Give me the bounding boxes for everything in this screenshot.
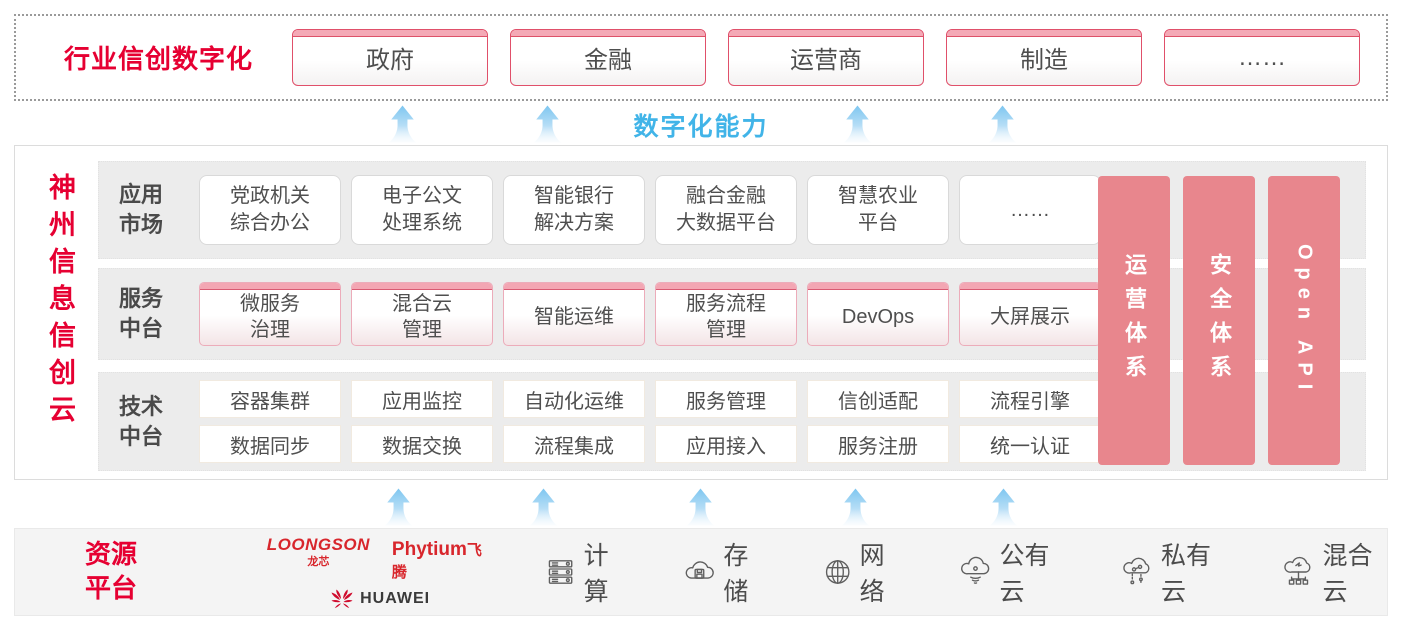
industry-box-manufacturing: 制造 <box>946 29 1142 86</box>
tech-box-data-sync: 数据同步 <box>199 425 341 463</box>
row-app-market-label: 应用 市场 <box>119 182 164 237</box>
tech-box-data-exchange: 数据交换 <box>351 425 493 463</box>
resource-item-compute: 计算 <box>546 536 626 608</box>
tech-boxes: 容器集群 应用监控 自动化运维 服务管理 信创适配 流程引擎 数据同步 数据交换… <box>199 380 1101 463</box>
pillar-operation-system: 运营体系 <box>1098 176 1170 465</box>
industry-box-telecom: 运营商 <box>728 29 924 86</box>
up-arrow-icon <box>530 488 557 526</box>
up-arrow-icon <box>990 488 1017 526</box>
app-box-smart-banking: 智能银行 解决方案 <box>503 175 645 245</box>
resource-item-storage: 存储 <box>684 536 766 608</box>
app-box-smart-agriculture: 智慧农业 平台 <box>807 175 949 245</box>
industry-digitalization-band: 行业信创数字化 政府 金融 运营商 制造 …… <box>14 14 1388 101</box>
up-arrow-icon <box>687 488 714 526</box>
tech-box-automated-ops: 自动化运维 <box>503 380 645 418</box>
tech-box-app-monitoring: 应用监控 <box>351 380 493 418</box>
app-box-edoc-system: 电子公文 处理系统 <box>351 175 493 245</box>
app-box-finance-bigdata: 融合金融 大数据平台 <box>655 175 797 245</box>
resource-item-network: 网络 <box>824 536 902 608</box>
cloud-brand-title: 神州信息信创云 <box>45 173 75 432</box>
industry-list: 政府 金融 运营商 制造 …… <box>292 29 1360 86</box>
pillar-security-system: 安全体系 <box>1183 176 1255 465</box>
pillar-open-api: Open API <box>1268 176 1340 465</box>
private-cloud-icon <box>1123 557 1150 585</box>
loongson-logo: LOONGSON 龙芯 <box>266 535 370 568</box>
row-app-market: 应用 市场 党政机关 综合办公 电子公文 处理系统 智能银行 解决方案 融合金融… <box>98 161 1366 259</box>
resource-item-hybrid-cloud: 混合云 <box>1283 536 1387 608</box>
app-box-ellipsis: …… <box>959 175 1101 245</box>
tech-box-service-mgmt: 服务管理 <box>655 380 797 418</box>
resource-items: 计算 存储 网络 公有云 <box>546 536 1387 608</box>
capability-label: 数字化能力 <box>633 113 769 141</box>
tech-box-service-registry: 服务注册 <box>807 425 949 463</box>
row-service-label: 服务 中台 <box>119 286 164 341</box>
svc-box-dashboard-display: 大屏展示 <box>959 282 1101 346</box>
resource-platform-band: 资源 平台 LOONGSON 龙芯 Phytium飞腾 <box>14 528 1388 616</box>
vendor-logos: LOONGSON 龙芯 Phytium飞腾 HUAWEI <box>267 535 495 609</box>
tech-box-container-cluster: 容器集群 <box>199 380 341 418</box>
row-tech-platform: 技术 中台 容器集群 应用监控 自动化运维 服务管理 信创适配 流程引擎 数据同… <box>98 372 1366 471</box>
public-cloud-icon <box>961 556 990 584</box>
industry-band-title: 行业信创数字化 <box>64 44 254 74</box>
svc-box-devops: DevOps <box>807 282 949 346</box>
up-arrow-icon <box>989 105 1016 143</box>
resource-item-private-cloud: 私有云 <box>1122 536 1226 608</box>
up-arrow-icon <box>534 105 561 143</box>
resource-platform-label: 资源 平台 <box>85 539 138 603</box>
phytium-logo: Phytium飞腾 <box>391 539 482 581</box>
row-tech-label: 技术 中台 <box>119 393 164 449</box>
compute-server-icon <box>549 560 573 584</box>
tech-box-xinchuang-adaptation: 信创适配 <box>807 380 949 418</box>
svc-box-intelligent-ops: 智能运维 <box>503 282 645 346</box>
svc-box-microservice-governance: 微服务 治理 <box>199 282 341 346</box>
resource-item-public-cloud: 公有云 <box>960 536 1064 608</box>
up-arrow-icon <box>842 488 869 526</box>
huawei-flower-icon <box>331 589 353 608</box>
industry-box-government: 政府 <box>292 29 488 86</box>
tech-box-app-access: 应用接入 <box>655 425 797 463</box>
row-service-platform: 服务 中台 微服务 治理 混合云 管理 智能运维 服务流程 管理 DevOps … <box>98 268 1366 360</box>
tech-box-unified-auth: 统一认证 <box>959 425 1101 463</box>
up-arrow-icon <box>844 105 871 143</box>
svc-box-hybrid-cloud-mgmt: 混合云 管理 <box>351 282 493 346</box>
huawei-logo: HUAWEI <box>331 589 430 609</box>
up-arrow-icon <box>389 105 416 143</box>
industry-box-finance: 金融 <box>510 29 706 86</box>
tech-box-process-integration: 流程集成 <box>503 425 645 463</box>
app-market-boxes: 党政机关 综合办公 电子公文 处理系统 智能银行 解决方案 融合金融 大数据平台… <box>199 175 1101 245</box>
svc-box-service-process-mgmt: 服务流程 管理 <box>655 282 797 346</box>
industry-box-ellipsis: …… <box>1164 29 1360 86</box>
tech-box-process-engine: 流程引擎 <box>959 380 1101 418</box>
service-boxes: 微服务 治理 混合云 管理 智能运维 服务流程 管理 DevOps 大屏展示 <box>199 282 1101 346</box>
storage-cloud-icon <box>686 561 715 579</box>
network-globe-icon <box>826 560 850 584</box>
up-arrow-icon <box>385 488 412 526</box>
app-box-party-gov-office: 党政机关 综合办公 <box>199 175 341 245</box>
hybrid-cloud-icon <box>1284 556 1311 585</box>
xinchuang-cloud-panel: 神州信息信创云 应用 市场 党政机关 综合办公 电子公文 处理系统 智能银行 解… <box>14 145 1388 480</box>
